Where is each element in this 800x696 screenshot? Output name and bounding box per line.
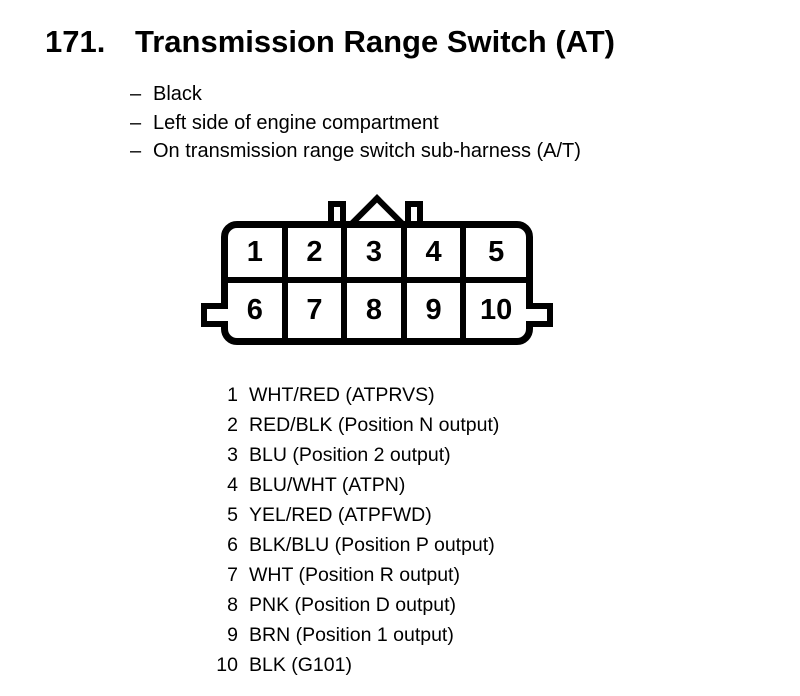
pin-row: 10 BLK (G101) — [198, 650, 499, 680]
pin-description: BRN (Position 1 output) — [249, 624, 454, 646]
location-notes: – Black – Left side of engine compartmen… — [130, 80, 581, 166]
pin-number: 5 — [227, 504, 238, 526]
connector-key-tab-left-icon — [328, 201, 346, 221]
pin-description: WHT (Position R output) — [249, 564, 460, 586]
pin-number: 7 — [227, 564, 238, 586]
pin-number: 9 — [227, 624, 238, 646]
section-title: 171. Transmission Range Switch (AT) — [45, 22, 615, 62]
pin-number: 10 — [216, 654, 238, 676]
note-item: – Black — [130, 80, 581, 109]
connector-cavity-6: 6 — [228, 283, 288, 338]
pin-row: 7 WHT (Position R output) — [198, 560, 499, 590]
pin-number: 8 — [227, 594, 238, 616]
pin-description: BLK/BLU (Position P output) — [249, 534, 495, 556]
pin-row: 6 BLK/BLU (Position P output) — [198, 530, 499, 560]
section-title-text: Transmission Range Switch (AT) — [135, 24, 616, 59]
connector-cavity-8: 8 — [347, 283, 407, 338]
connector-cavity-3: 3 — [347, 228, 407, 283]
connector-lock-tab-left-icon — [201, 303, 228, 327]
connector-body: 1 2 3 4 5 6 7 8 9 10 — [221, 221, 533, 345]
pin-legend: 1 WHT/RED (ATPRVS) 2 RED/BLK (Position N… — [198, 380, 499, 680]
pin-row: 1 WHT/RED (ATPRVS) — [198, 380, 499, 410]
connector-cavity-9: 9 — [407, 283, 467, 338]
pin-description: BLU (Position 2 output) — [249, 444, 451, 466]
note-dash: – — [130, 111, 142, 134]
connector-diagram: 1 2 3 4 5 6 7 8 9 10 — [201, 194, 553, 345]
connector-cavity-2: 2 — [287, 228, 348, 283]
connector-cavity-1: 1 — [228, 228, 288, 283]
note-dash: – — [130, 83, 142, 105]
pin-number: 4 — [227, 474, 238, 496]
pin-row: 9 BRN (Position 1 output) — [198, 620, 499, 650]
pin-description: RED/BLK (Position N output) — [249, 414, 500, 436]
pin-row: 4 BLU/WHT (ATPN) — [198, 470, 499, 500]
connector-cavity-5: 5 — [466, 228, 526, 283]
pin-description: PNK (Position D output) — [249, 594, 457, 616]
pin-description: YEL/RED (ATPFWD) — [249, 504, 432, 526]
section-number: 171. — [45, 24, 106, 59]
pin-row: 8 PNK (Position D output) — [198, 590, 499, 620]
pin-number: 2 — [227, 414, 238, 436]
note-text: On transmission range switch sub-harness… — [153, 140, 581, 162]
connector-key-tab-right-icon — [405, 201, 423, 221]
pin-description: WHT/RED (ATPRVS) — [249, 384, 435, 406]
pin-row: 2 RED/BLK (Position N output) — [198, 410, 499, 440]
pin-row: 3 BLU (Position 2 output) — [198, 440, 499, 470]
note-item: – On transmission range switch sub-harne… — [130, 137, 581, 166]
pin-number: 6 — [227, 534, 238, 556]
note-item: – Left side of engine compartment — [130, 109, 581, 138]
connector-lock-tab-right-icon — [526, 303, 553, 327]
pin-number: 1 — [227, 384, 238, 406]
connector-cavity-4: 4 — [406, 228, 467, 283]
pin-number: 3 — [227, 444, 238, 466]
pin-description: BLU/WHT (ATPN) — [249, 474, 406, 496]
connector-cavity-7: 7 — [288, 283, 348, 338]
connector-cavity-10: 10 — [480, 294, 513, 326]
note-text: Left side of engine compartment — [153, 111, 439, 134]
note-text: Black — [153, 83, 202, 105]
note-dash: – — [130, 140, 142, 162]
pin-description: BLK (G101) — [249, 654, 352, 676]
pin-row: 5 YEL/RED (ATPFWD) — [198, 500, 499, 530]
